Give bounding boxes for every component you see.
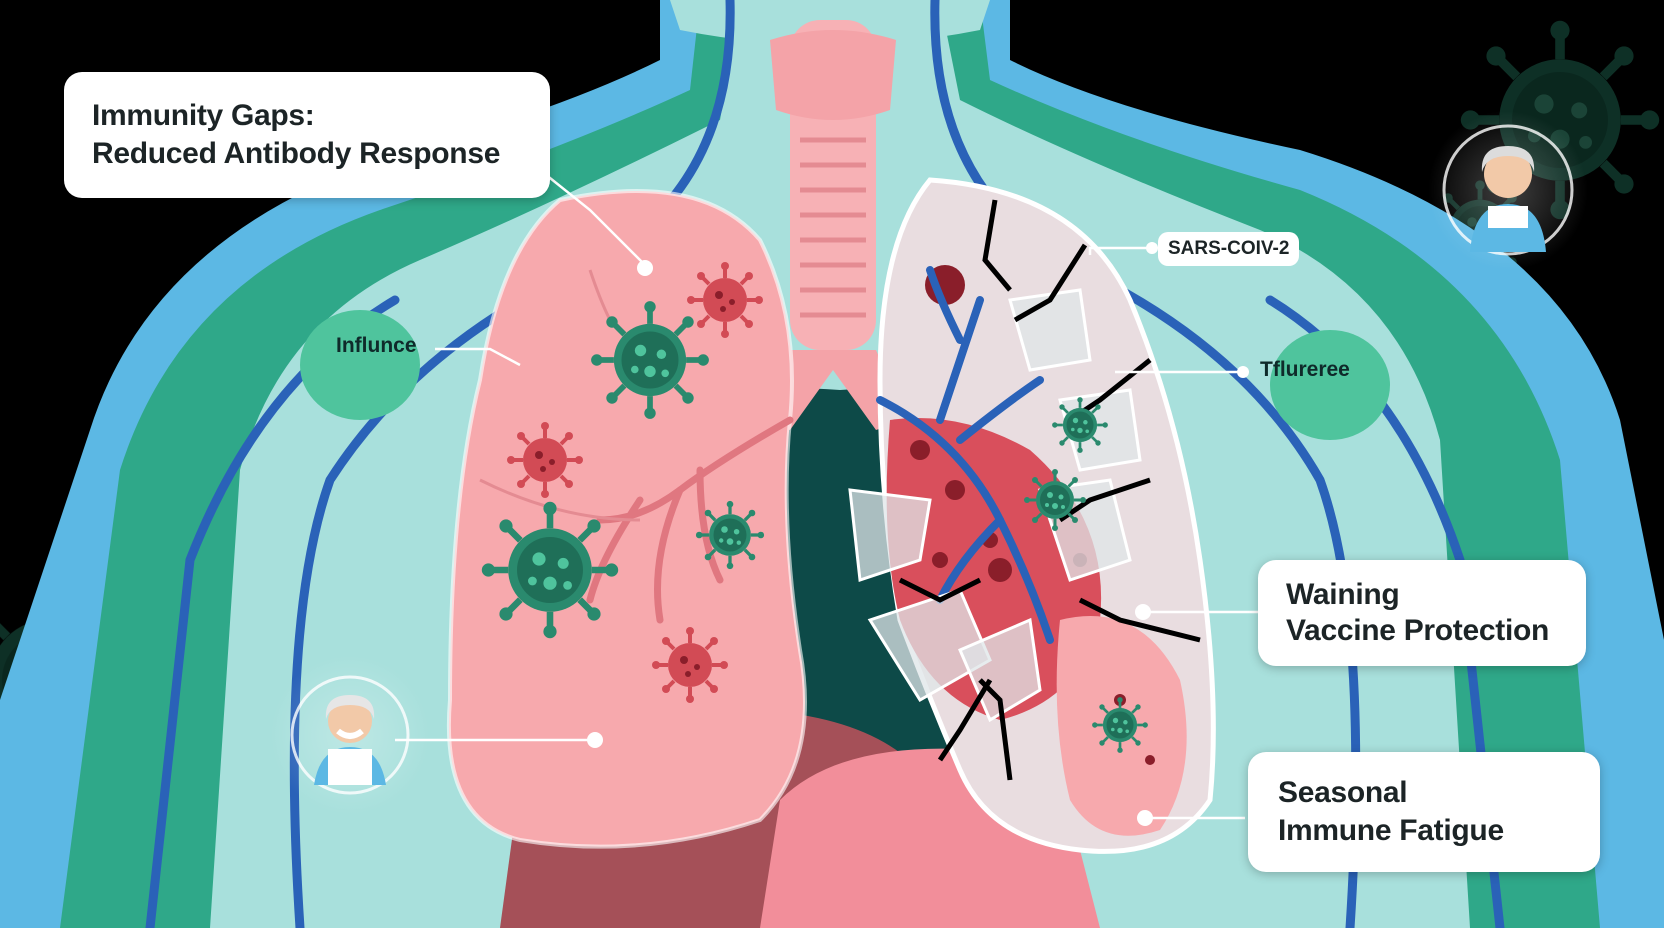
left-lung-fissures — [479, 269, 641, 522]
label-tflureree: Tflureree — [1260, 358, 1350, 381]
callout-seasonal-fatigue-line2: Immune Fatigue — [1278, 814, 1504, 847]
right-shoulder-node — [1270, 330, 1390, 440]
callout-immunity-gaps: Immunity Gaps: Reduced Antibody Response — [64, 72, 550, 198]
elderly-person-icon — [270, 655, 430, 815]
label-influence: Influnce — [336, 334, 417, 357]
callout-seasonal-fatigue: Seasonal Immune Fatigue — [1248, 752, 1600, 872]
callout-seasonal-fatigue-line1: Seasonal — [1278, 776, 1408, 809]
callout-waning-vaccine-line1: Waining — [1286, 578, 1400, 611]
label-sars-cov-2: SARS-COIV-2 — [1158, 232, 1300, 266]
elderly-person-icon — [1428, 110, 1588, 270]
callout-immunity-gaps-line2: Reduced Antibody Response — [92, 137, 501, 170]
connector-dots — [587, 242, 1249, 826]
left-shoulder-node — [300, 310, 420, 420]
callout-immunity-gaps-line1: Immunity Gaps: — [92, 99, 315, 132]
right-lung-blood-spots — [910, 265, 1155, 765]
trachea — [760, 20, 906, 430]
callout-waning-vaccine-line2: Vaccine Protection — [1286, 614, 1550, 647]
right-lung-bronchi — [876, 266, 1054, 644]
callout-waning-vaccine: Waining Vaccine Protection — [1258, 560, 1586, 666]
left-bronchi — [586, 416, 794, 624]
connector-lines — [395, 169, 1260, 820]
